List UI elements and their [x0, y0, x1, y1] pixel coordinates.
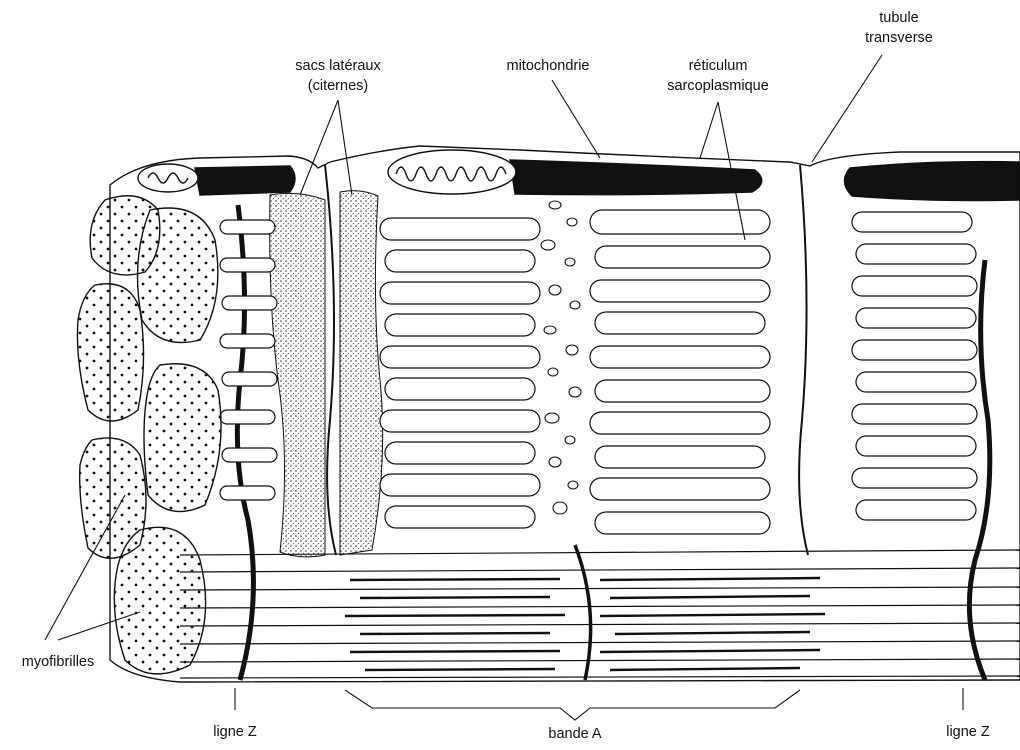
label-transverse-tubule: tubule transverse — [865, 10, 933, 46]
myofibril-cross-sections — [77, 196, 221, 674]
label-z-line-left: ligne Z — [213, 724, 257, 740]
label-lateral-sacs-line1: sacs latéraux — [295, 58, 381, 74]
label-reticulum-line1: réticulum — [689, 58, 748, 74]
label-z-line-right: ligne Z — [946, 724, 990, 740]
label-a-band: bande A — [548, 726, 602, 742]
label-myofibrils: myofibrilles — [22, 654, 95, 670]
label-lateral-sacs: sacs latéraux (citernes) — [295, 58, 381, 94]
label-sarcoplasmic-reticulum: réticulum sarcoplasmique — [667, 58, 769, 94]
label-tubule-line1: tubule — [879, 10, 919, 26]
label-lateral-sacs-line2: (citernes) — [308, 78, 368, 94]
label-tubule-line2: transverse — [865, 30, 933, 46]
label-reticulum-line2: sarcoplasmique — [667, 78, 769, 94]
label-mitochondria: mitochondrie — [506, 58, 589, 74]
